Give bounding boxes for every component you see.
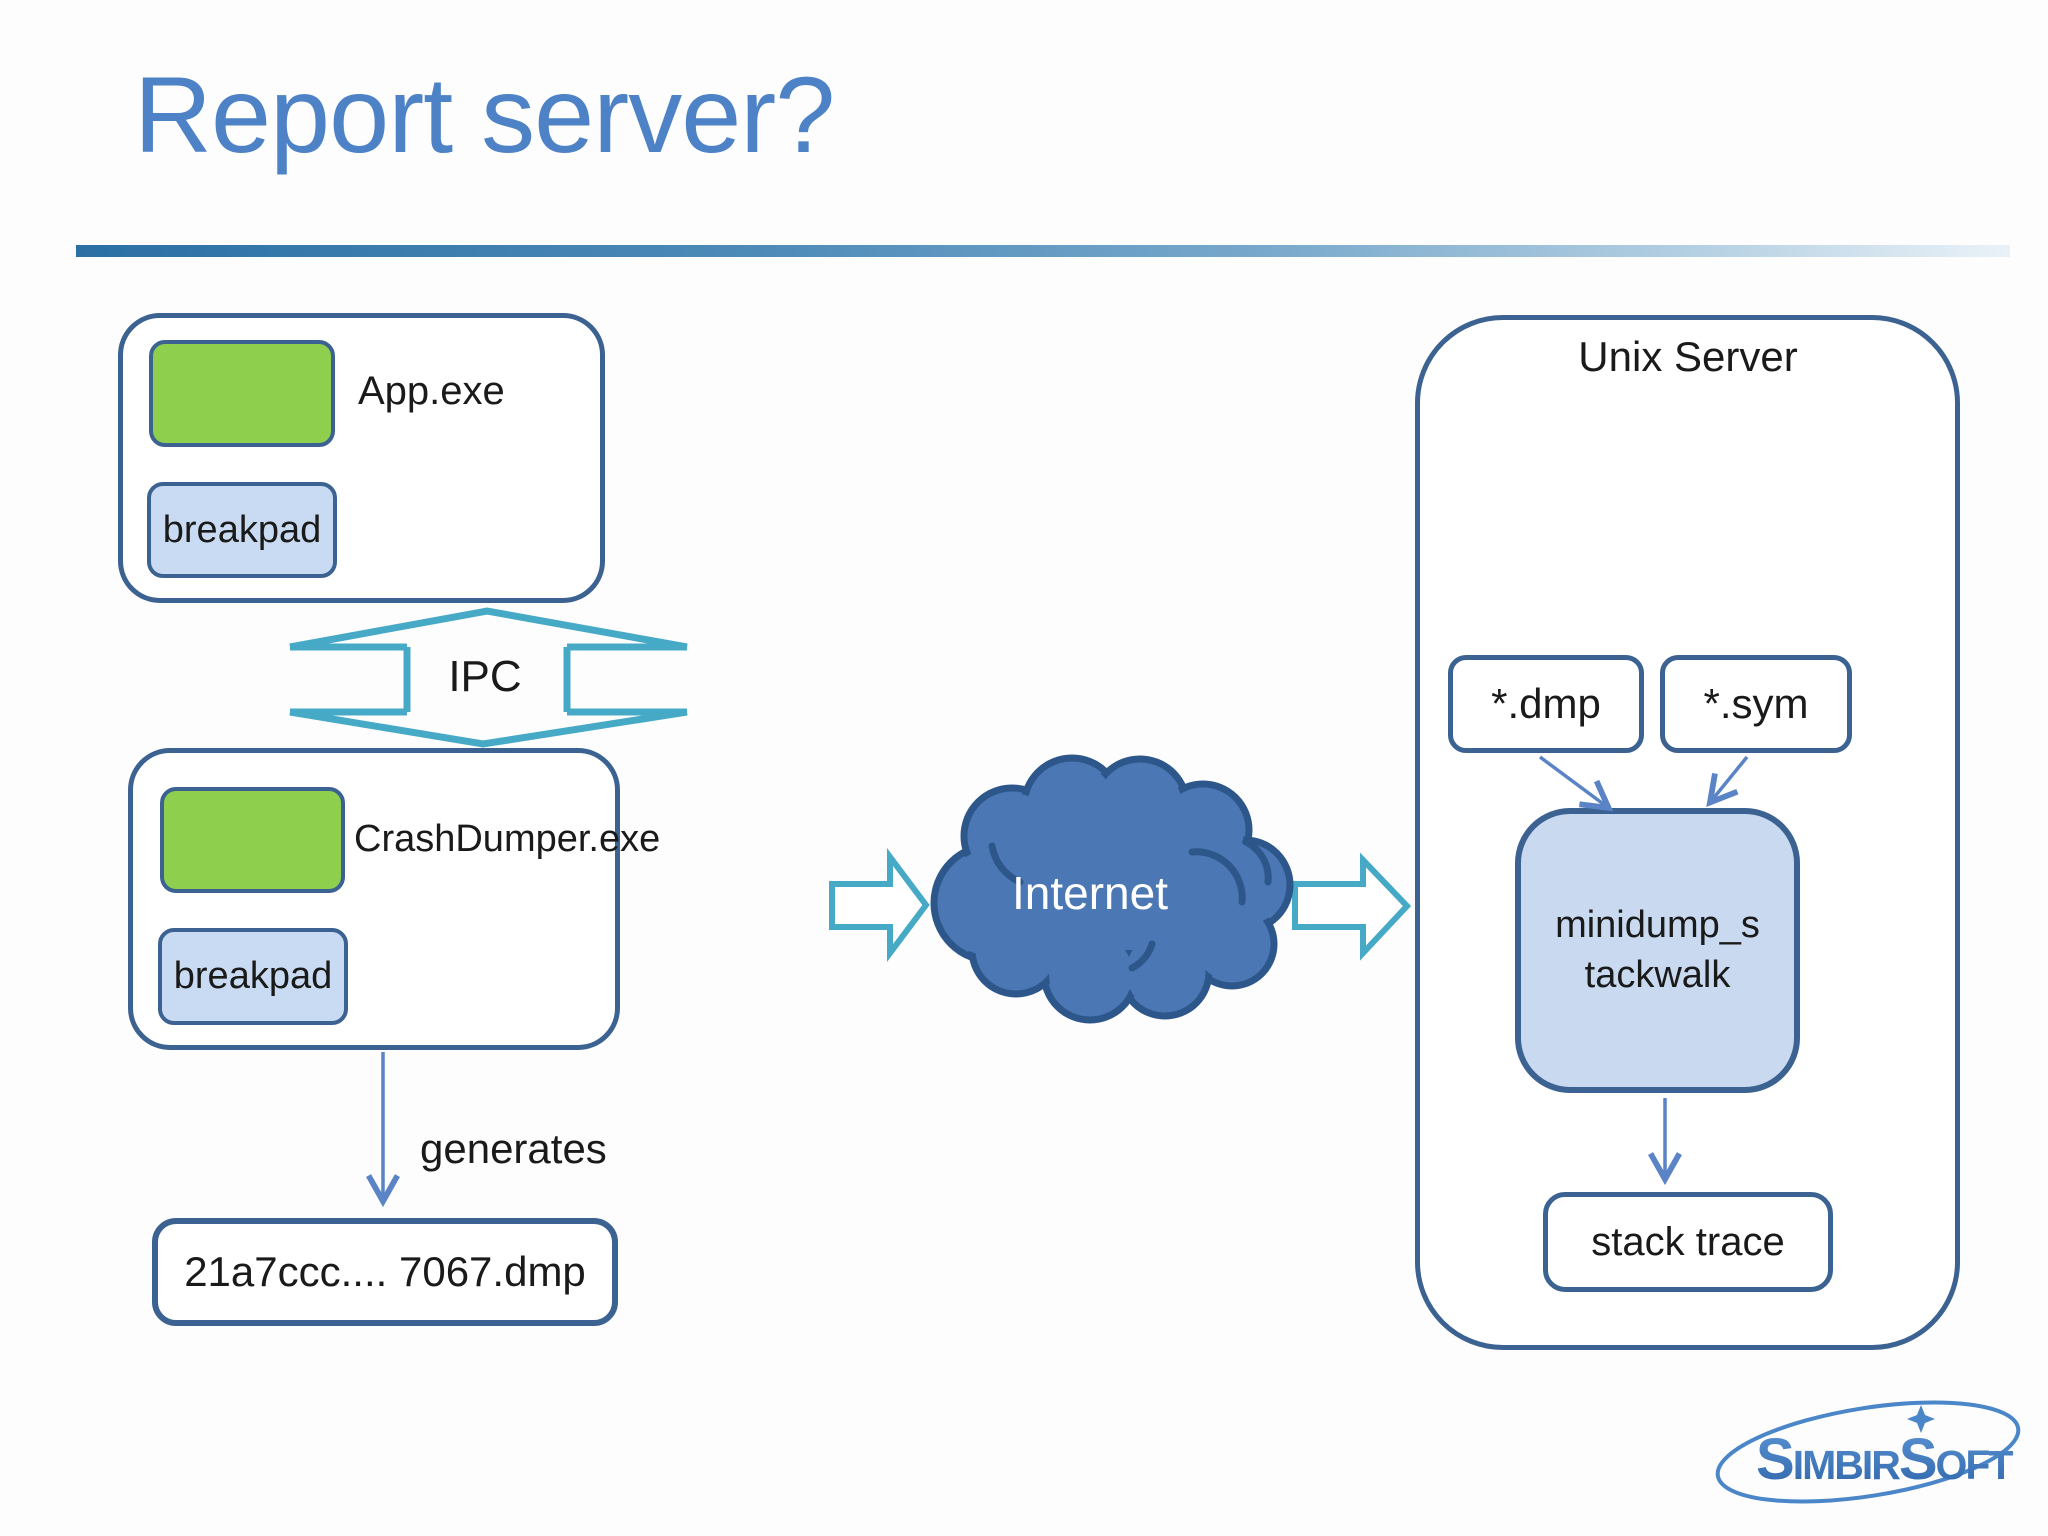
app-exe-label: App.exe bbox=[358, 369, 505, 413]
app-module-green-block bbox=[149, 340, 335, 447]
sym-files-label: *.sym bbox=[1703, 680, 1809, 727]
logo-text: SIMBIRSOFT bbox=[1756, 1427, 2013, 1492]
sym-files-box: *.sym bbox=[1660, 655, 1852, 753]
dmp-files-box: *.dmp bbox=[1448, 655, 1644, 753]
minidump-stackwalk-label: minidump_s tackwalk bbox=[1555, 904, 1760, 996]
ipc-label: IPC bbox=[448, 652, 522, 701]
simbirsoft-logo: SIMBIRSOFT bbox=[1715, 1400, 2021, 1504]
generates-label: generates bbox=[420, 1125, 607, 1172]
title-divider bbox=[76, 245, 2010, 257]
stack-trace-label: stack trace bbox=[1591, 1219, 1785, 1264]
internet-label: Internet bbox=[1012, 867, 1168, 919]
app-breakpad-label: breakpad bbox=[162, 508, 322, 551]
unix-server-title: Unix Server bbox=[1578, 333, 1798, 380]
crashdumper-breakpad-chip: breakpad bbox=[158, 928, 348, 1025]
minidump-stackwalk-box: minidump_s tackwalk bbox=[1515, 808, 1800, 1093]
logo-star-icon bbox=[1907, 1405, 1935, 1433]
to-unix-server-arrow-icon bbox=[1292, 852, 1412, 961]
app-breakpad-chip: breakpad bbox=[147, 482, 337, 578]
crashdumper-module-green-block bbox=[160, 787, 345, 893]
page-title: Report server? bbox=[134, 54, 835, 175]
crashdumper-breakpad-label: breakpad bbox=[173, 955, 333, 997]
dump-file-label: 21a7ccc.... 7067.dmp bbox=[184, 1248, 586, 1295]
crashdumper-exe-label: CrashDumper.exe bbox=[354, 818, 661, 860]
dump-file-box: 21a7ccc.... 7067.dmp bbox=[152, 1218, 618, 1326]
to-internet-arrow-icon bbox=[829, 848, 930, 962]
dmp-files-label: *.dmp bbox=[1491, 680, 1601, 727]
stack-trace-box: stack trace bbox=[1543, 1192, 1833, 1292]
logo-swoosh-icon bbox=[1715, 1400, 2021, 1504]
